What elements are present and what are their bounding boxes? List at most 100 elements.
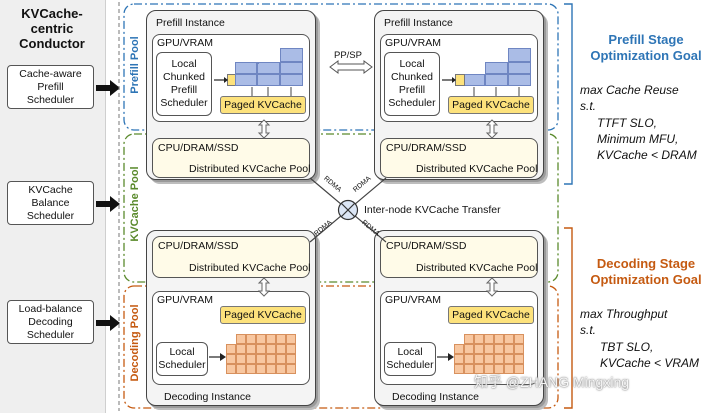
- watermark: 知乎 @ZHANG Mingxing: [474, 374, 630, 390]
- decoding-instance-left-title: Decoding Instance: [164, 391, 251, 403]
- decoding-left-gpu-label: GPU/VRAM: [157, 294, 214, 306]
- prefill-left-gpu-label: GPU/VRAM: [157, 37, 214, 49]
- prefill-scheduler-arrow-shaft: [96, 85, 112, 91]
- prefill-right-block: [508, 62, 531, 74]
- decoding-right-dist-pool: Distributed KVCache Pool: [416, 262, 538, 274]
- decoding-block: [266, 354, 276, 364]
- separator-line: [118, 2, 120, 411]
- decoding-pool-label: Decoding Pool: [129, 304, 141, 382]
- decoding-right-dram-vram-arrow-icon: [485, 277, 499, 297]
- decoding-block: [226, 344, 236, 354]
- decoding-block: [236, 364, 246, 374]
- prefill-left-block: [280, 74, 303, 86]
- decoding-block: [504, 364, 514, 374]
- decoding-block: [256, 364, 266, 374]
- decoding-left-local-scheduler: Local Scheduler: [156, 342, 208, 376]
- load-balance-decoding-scheduler: Load-balance Decoding Scheduler: [7, 300, 94, 344]
- prefill-right-paged-kvcache: Paged KVCache: [448, 96, 534, 114]
- decoding-block: [226, 364, 236, 374]
- decoding-block: [286, 344, 296, 354]
- decoding-block: [454, 364, 464, 374]
- prefill-left-block: [257, 62, 280, 74]
- prefill-right-block: [508, 74, 531, 86]
- prefill-left-paged-kvcache: Paged KVCache: [220, 96, 306, 114]
- decoding-block: [514, 364, 524, 374]
- decoding-block: [504, 354, 514, 364]
- decoding-block: [246, 334, 256, 344]
- decoding-block: [484, 354, 494, 364]
- decoding-block: [286, 334, 296, 344]
- prefill-left-block: [280, 48, 303, 62]
- decoding-block: [474, 354, 484, 364]
- decoding-block: [276, 354, 286, 364]
- decoding-left-cpu-label: CPU/DRAM/SSD: [158, 240, 239, 252]
- inter-node-transfer-label: Inter-node KVCache Transfer: [364, 204, 501, 216]
- decoding-block: [266, 334, 276, 344]
- ppsp-label: PP/SP: [334, 50, 362, 61]
- decoding-block: [454, 354, 464, 364]
- prefill-instance-left-title: Prefill Instance: [156, 17, 225, 29]
- prefill-instance-right-title: Prefill Instance: [384, 17, 453, 29]
- decoding-left-cpu-box: [152, 236, 310, 278]
- decoding-block: [246, 344, 256, 354]
- decoding-right-blocks: [454, 334, 534, 374]
- decoding-block: [474, 334, 484, 344]
- decoding-block: [236, 334, 246, 344]
- prefill-right-local-scheduler: Local Chunked Prefill Scheduler: [384, 52, 440, 116]
- decoding-block: [246, 364, 256, 374]
- decoding-block: [286, 354, 296, 364]
- decoding-left-blocks: [226, 334, 306, 374]
- decoding-block: [236, 354, 246, 364]
- prefill-left-vram-dram-arrow-icon: [257, 119, 271, 139]
- decoding-block: [464, 344, 474, 354]
- prefill-left-block: [235, 62, 257, 74]
- decoding-right-gpu-label: GPU/VRAM: [385, 294, 442, 306]
- decoding-instance-right-title: Decoding Instance: [392, 391, 479, 403]
- prefill-scheduler-arrow-icon: [110, 80, 120, 96]
- cache-aware-prefill-scheduler: Cache-aware Prefill Scheduler: [7, 65, 94, 109]
- decoding-goal-line: TBT SLO,: [600, 340, 654, 354]
- decoding-block: [494, 354, 504, 364]
- decoding-block: [266, 364, 276, 374]
- decoding-block: [236, 344, 246, 354]
- decoding-block: [464, 364, 474, 374]
- decoding-block: [504, 334, 514, 344]
- prefill-right-chunk-arrows: [442, 77, 520, 96]
- decoding-block: [276, 334, 286, 344]
- decoding-left-arrow-icon: [209, 353, 226, 361]
- prefill-left-local-scheduler: Local Chunked Prefill Scheduler: [156, 52, 212, 116]
- prefill-left-block: [257, 74, 280, 86]
- prefill-right-gpu-label: GPU/VRAM: [385, 37, 442, 49]
- decoding-left-dist-pool: Distributed KVCache Pool: [189, 262, 311, 274]
- decoding-block: [494, 344, 504, 354]
- decoding-block: [256, 344, 266, 354]
- decoding-block: [276, 364, 286, 374]
- prefill-left-block: [235, 74, 257, 86]
- decoding-block: [256, 354, 266, 364]
- decoding-block: [266, 344, 276, 354]
- balance-scheduler-arrow-icon: [110, 196, 120, 212]
- prefill-left-dist-pool: Distributed KVCache Pool: [189, 163, 311, 175]
- decoding-block: [226, 354, 236, 364]
- decoding-block: [246, 354, 256, 364]
- prefill-right-cpu-label: CPU/DRAM/SSD: [386, 142, 467, 154]
- decoding-block: [514, 334, 524, 344]
- prefill-goal-line: KVCache < DRAM: [597, 148, 697, 162]
- prefill-left-chunk-arrows: [214, 77, 292, 96]
- decoding-block: [276, 344, 286, 354]
- decoding-block: [514, 344, 524, 354]
- balance-scheduler-arrow-shaft: [96, 201, 112, 207]
- decoding-block: [474, 344, 484, 354]
- decoding-block: [484, 344, 494, 354]
- decoding-left-dram-vram-arrow-icon: [257, 277, 271, 297]
- prefill-right-block: [485, 62, 508, 74]
- decoding-right-arrow-icon: [437, 353, 454, 361]
- decoding-goal-line: s.t.: [580, 323, 597, 337]
- prefill-pool-label: Prefill Pool: [129, 36, 141, 94]
- prefill-right-block: [485, 74, 508, 86]
- decoding-block: [256, 334, 266, 344]
- decoding-scheduler-arrow-shaft: [96, 320, 112, 326]
- decoding-right-cpu-label: CPU/DRAM/SSD: [386, 240, 467, 252]
- prefill-right-cpu-box: [380, 138, 538, 178]
